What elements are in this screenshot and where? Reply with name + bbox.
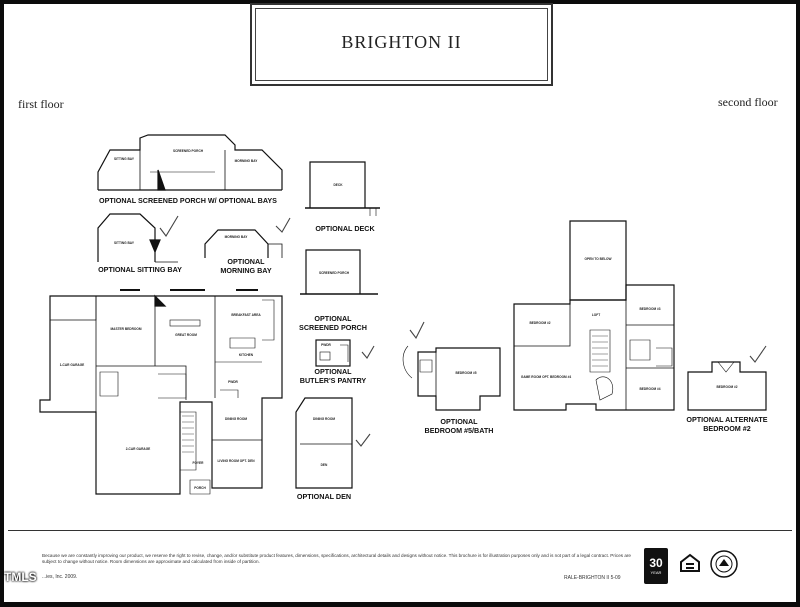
warranty-30-year-icon: 30 YEAR bbox=[644, 548, 668, 584]
caption-den: OPTIONAL DEN bbox=[297, 492, 351, 501]
room-screened-porch-opt: SCREENED PORCH bbox=[319, 271, 350, 275]
room-game-room: GAME ROOM OPT. BEDROOM #4 bbox=[521, 375, 572, 379]
butlers-pantry-plan bbox=[315, 339, 351, 367]
first-floor-main-plan bbox=[39, 289, 283, 495]
caption-bedroom5-2: BEDROOM #5/BATH bbox=[425, 426, 494, 435]
check-marks bbox=[159, 215, 767, 447]
warranty-year: YEAR bbox=[650, 570, 662, 575]
plan-code: RALE-BRIGHTON II 5-09 bbox=[564, 575, 621, 581]
morning-bay-plan bbox=[204, 229, 283, 258]
room-bedroom4: BEDROOM #4 bbox=[639, 387, 660, 391]
first-floor-label: first floor bbox=[18, 97, 64, 111]
room-bedroom3: BEDROOM #3 bbox=[639, 307, 660, 311]
room-den: DEN bbox=[321, 463, 328, 467]
title-frame: BRIGHTON II bbox=[250, 3, 553, 86]
screened-porch-bays-plan bbox=[97, 134, 283, 191]
caption-alt-bedroom2-1: OPTIONAL ALTERNATE bbox=[686, 415, 767, 424]
room-porch: PORCH bbox=[194, 486, 206, 490]
mls-watermark: TMLS bbox=[4, 570, 37, 584]
brochure-sheet bbox=[4, 4, 796, 602]
room-living-room: LIVING ROOM OPT. DEN bbox=[217, 459, 255, 463]
equal-housing-icon bbox=[678, 552, 702, 574]
room-sitting-bay: SITTING BAY bbox=[114, 157, 135, 161]
second-floor-label: second floor bbox=[718, 95, 778, 109]
room-pwdr-pantry: PWDR bbox=[321, 343, 331, 347]
room-master-bedroom: MASTER BEDROOM bbox=[111, 327, 142, 331]
caption-bedroom5-1: OPTIONAL bbox=[440, 417, 478, 426]
room-morning-bay-alt: MORNING BAY bbox=[225, 235, 249, 239]
caption-screened-porch-2: SCREENED PORCH bbox=[299, 323, 367, 332]
room-kitchen: KITCHEN bbox=[239, 353, 254, 357]
room-loft: LOFT bbox=[592, 313, 600, 317]
room-garage-1car: 1-CAR GARAGE bbox=[60, 363, 85, 367]
caption-deck: OPTIONAL DECK bbox=[315, 224, 375, 233]
caption-screened-porch-1: OPTIONAL bbox=[314, 314, 352, 323]
alt-bedroom2-plan bbox=[687, 361, 767, 411]
caption-alt-bedroom2-2: BEDROOM #2 bbox=[703, 424, 751, 433]
room-bedroom2: BEDROOM #2 bbox=[529, 321, 550, 325]
room-alt-bedroom2: BEDROOM #2 bbox=[716, 385, 737, 389]
room-breakfast-area: BREAKFAST AREA bbox=[231, 313, 261, 317]
den-plan bbox=[295, 397, 353, 489]
room-great-room: GREAT ROOM bbox=[175, 333, 197, 337]
screened-porch-plan bbox=[300, 249, 378, 295]
footer-divider bbox=[8, 530, 792, 531]
room-foyer: FOYER bbox=[193, 461, 205, 465]
room-bedroom5: BEDROOM #5 bbox=[455, 371, 476, 375]
caption-morning-bay-1: OPTIONAL bbox=[227, 257, 265, 266]
caption-butlers-pantry-1: OPTIONAL bbox=[314, 367, 352, 376]
caption-screened-porch-bays: OPTIONAL SCREENED PORCH W/ OPTIONAL BAYS bbox=[99, 196, 277, 205]
caption-morning-bay-2: MORNING BAY bbox=[220, 266, 271, 275]
caption-butlers-pantry-2: BUTLER'S PANTRY bbox=[300, 376, 367, 385]
room-screened-porch: SCREENED PORCH bbox=[173, 149, 204, 153]
room-sitting-bay-alt: SITTING BAY bbox=[114, 241, 135, 245]
deck-plan bbox=[305, 161, 380, 216]
disclaimer-text: Because we are constantly improving our … bbox=[42, 553, 631, 565]
room-pwdr: PWDR bbox=[228, 380, 238, 384]
copyright-text: ...ies, Inc. 2009. bbox=[42, 574, 78, 580]
room-open-to-below: OPEN TO BELOW bbox=[584, 257, 611, 261]
caption-sitting-bay: OPTIONAL SITTING BAY bbox=[98, 265, 182, 274]
room-den-dining: DINING ROOM bbox=[313, 417, 335, 421]
second-floor-main-plan bbox=[513, 220, 675, 411]
sitting-bay-plan bbox=[97, 213, 178, 263]
room-deck: DECK bbox=[333, 183, 343, 187]
builder-seal-icon bbox=[710, 550, 738, 578]
room-dining-room: DINING ROOM bbox=[225, 417, 247, 421]
room-garage-2car: 2-CAR GARAGE bbox=[126, 447, 151, 451]
room-morning-bay: MORNING BAY bbox=[235, 159, 259, 163]
bedroom5-plan bbox=[402, 345, 501, 411]
warranty-number: 30 bbox=[649, 556, 663, 570]
